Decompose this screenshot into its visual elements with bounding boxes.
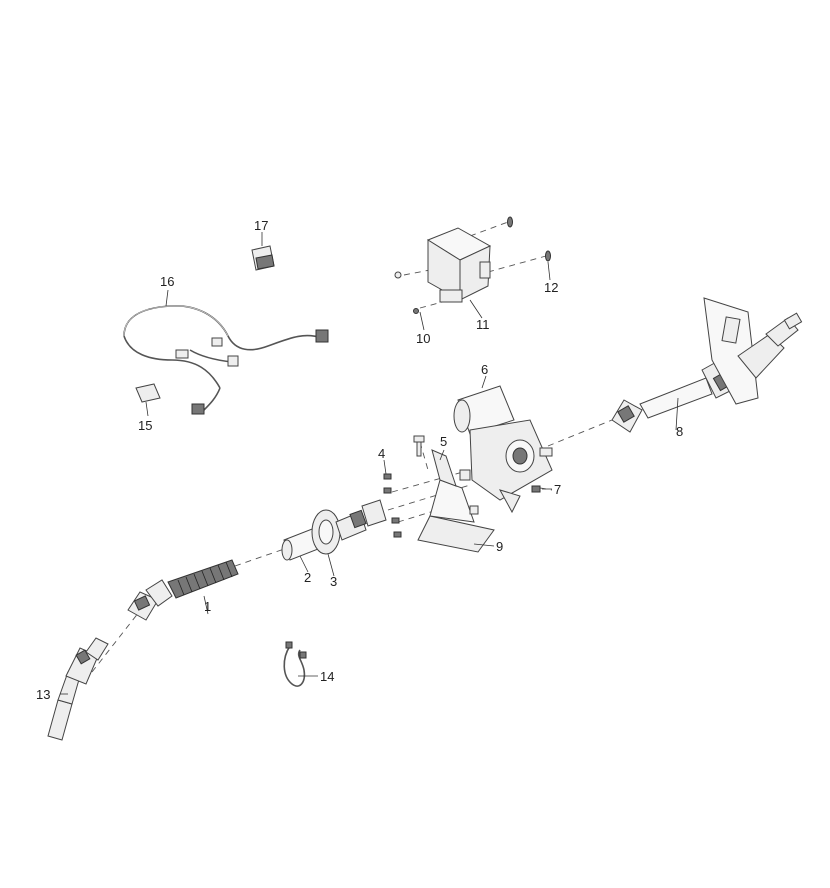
part-5-bolt <box>413 435 425 457</box>
callout-3: 3 <box>330 574 337 589</box>
leader-lines <box>60 232 679 695</box>
part-7-bolt <box>531 485 541 493</box>
part-9-mounting-bracket <box>417 449 495 553</box>
part-13-lower-intermediate-shaft <box>47 637 109 741</box>
callout-16: 16 <box>160 274 174 289</box>
part-11-eps-control-module <box>426 227 492 303</box>
callout-13: 13 <box>36 687 50 702</box>
part-12-nuts <box>507 216 551 262</box>
callout-labels: 1 2 3 4 5 6 7 8 9 10 11 12 13 14 15 16 1… <box>36 218 683 702</box>
part-16-wiring-harness <box>123 305 329 415</box>
part-1-steering-shaft <box>127 559 239 621</box>
callout-17: 17 <box>254 218 268 233</box>
part-6-eps-motor-unit <box>453 385 553 514</box>
callout-14: 14 <box>320 669 334 684</box>
callout-5: 5 <box>440 434 447 449</box>
callout-12: 12 <box>544 280 558 295</box>
callout-2: 2 <box>304 570 311 585</box>
part-4-bolts <box>383 473 402 538</box>
callout-1: 1 <box>204 599 211 614</box>
part-3-flange-joint <box>311 499 387 555</box>
callout-8: 8 <box>676 424 683 439</box>
part-8-upper-steering-column <box>611 297 803 433</box>
callout-15: 15 <box>138 418 152 433</box>
callout-4: 4 <box>378 446 385 461</box>
callout-10: 10 <box>416 331 430 346</box>
callout-6: 6 <box>481 362 488 377</box>
part-15-connector-block <box>135 383 161 403</box>
callout-11: 11 <box>476 317 490 332</box>
part-17-connector <box>251 245 275 271</box>
callout-7: 7 <box>554 482 561 497</box>
part-10-screws <box>394 271 419 314</box>
part-14-sensor-wire <box>283 641 307 687</box>
callout-9: 9 <box>496 539 503 554</box>
